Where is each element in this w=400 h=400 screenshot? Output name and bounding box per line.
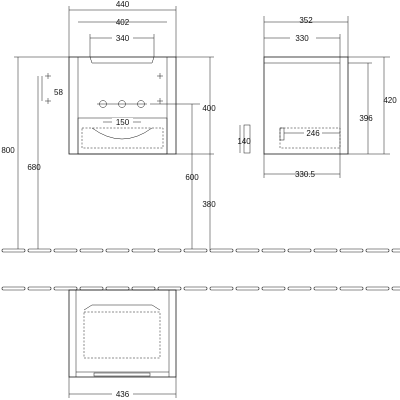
dim-mid-height: 600 <box>185 173 199 182</box>
top-cabinet-outline <box>68 289 177 378</box>
wall-fixing-marks <box>45 73 163 104</box>
floor-tile <box>365 248 390 253</box>
top-drawer-handle <box>93 372 151 377</box>
floor-tile <box>1 248 26 253</box>
floor-tile <box>183 248 208 253</box>
side-drawer <box>279 127 341 149</box>
floor-tile <box>1 286 26 291</box>
front-siphon-cutout <box>91 127 153 140</box>
floor-tile <box>27 248 52 253</box>
floor-tile <box>391 248 400 253</box>
dim-cabinet-height: 400 <box>202 104 216 113</box>
floor-tile <box>79 248 104 253</box>
side-view <box>243 56 349 155</box>
floor-tile <box>235 286 260 291</box>
front-view <box>45 56 177 155</box>
floor-tile <box>391 286 400 291</box>
dim-bottom-depth: 330.5 <box>295 170 316 179</box>
top-basin-back <box>83 304 161 311</box>
side-dimensions <box>239 16 390 178</box>
floor-tile <box>339 248 364 253</box>
side-siphon-pipe <box>243 124 251 154</box>
side-cabinet-outline <box>263 56 349 155</box>
dim-tap-spacing: 150 <box>116 118 130 127</box>
top-drawer <box>83 311 161 359</box>
floor-tile <box>313 286 338 291</box>
floor-tile <box>261 286 286 291</box>
floor-tile <box>261 248 286 253</box>
floor-tile <box>27 286 52 291</box>
floor-tile <box>365 286 390 291</box>
dim-drawer-width: 436 <box>116 390 130 399</box>
front-cabinet-outline <box>68 56 177 155</box>
dim-siphon-height: 140 <box>237 137 251 146</box>
floor-tile <box>339 286 364 291</box>
dim-height-outer: 420 <box>383 96 397 105</box>
dim-overall-width: 440 <box>116 0 130 9</box>
floor-tile <box>105 248 130 253</box>
dim-inner-width: 402 <box>116 18 130 27</box>
dim-hole-offset: 58 <box>54 88 63 97</box>
front-basin-slot <box>89 56 155 64</box>
floor-tile <box>235 248 260 253</box>
dim-inner-depth: 330 <box>295 34 309 43</box>
front-dimensions <box>14 6 214 250</box>
floor-tile <box>105 286 130 291</box>
top-view <box>68 289 177 378</box>
floor-tiles-lower <box>1 286 400 291</box>
dim-overall-depth: 352 <box>299 16 313 25</box>
floor-tile <box>209 248 234 253</box>
dim-wall-height: 680 <box>27 163 41 172</box>
dim-total-height: 800 <box>1 146 15 155</box>
floor-tile <box>287 286 312 291</box>
floor-tile <box>287 248 312 253</box>
floor-tile <box>157 286 182 291</box>
floor-tile <box>53 248 78 253</box>
front-drawer-inner <box>81 127 164 149</box>
floor-tiles-upper <box>1 248 400 253</box>
side-siphon-box <box>279 127 285 141</box>
floor-tile <box>157 248 182 253</box>
floor-tile <box>53 286 78 291</box>
floor-tile <box>131 248 156 253</box>
dim-drawer-depth: 246 <box>306 129 320 138</box>
floor-tile <box>79 286 104 291</box>
dim-height-inner: 396 <box>359 114 373 123</box>
floor-tile <box>183 286 208 291</box>
floor-tile <box>313 248 338 253</box>
floor-tile <box>131 286 156 291</box>
floor-tile <box>209 286 234 291</box>
dim-floor-height: 380 <box>202 200 216 209</box>
dim-top-opening: 340 <box>116 34 130 43</box>
